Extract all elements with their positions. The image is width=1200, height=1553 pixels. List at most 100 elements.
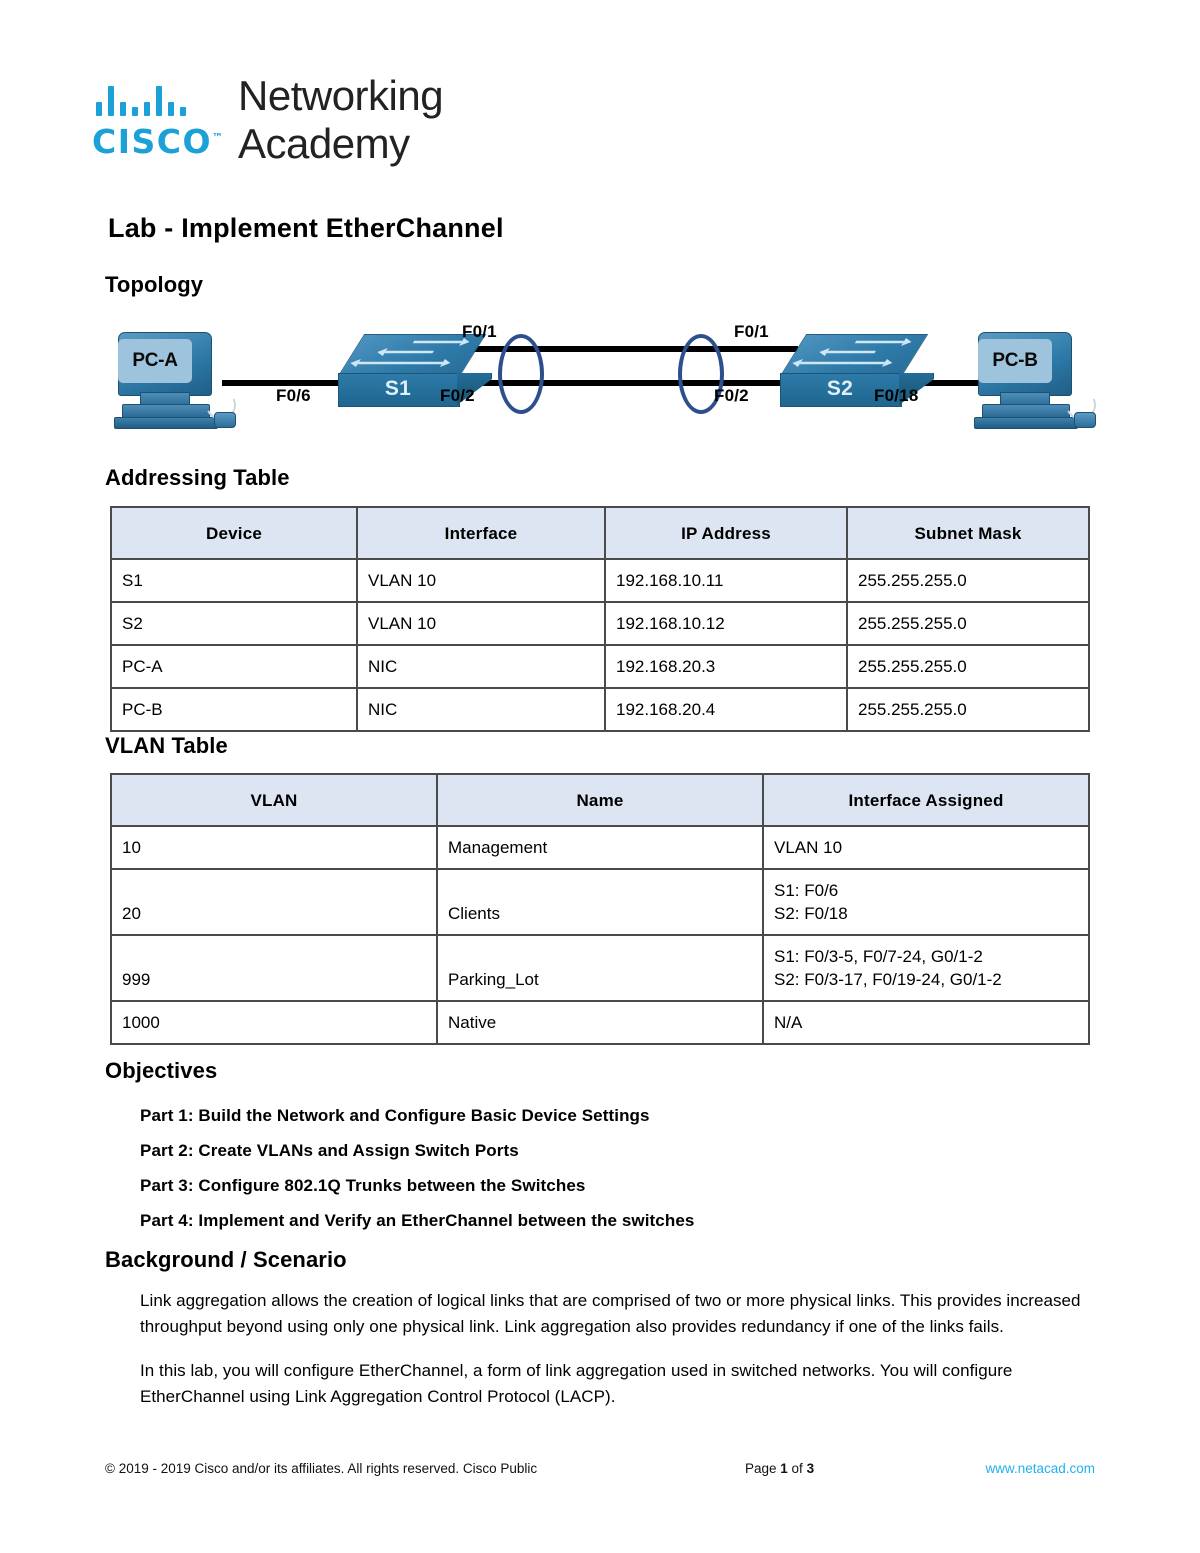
addr-cell-interface: NIC [356, 644, 606, 689]
cable-pca-s1 [222, 380, 354, 386]
footer-website-link[interactable]: www.netacad.com [985, 1461, 1095, 1476]
vlan-interface-line: N/A [774, 1013, 803, 1032]
addr-cell-device: S2 [110, 601, 358, 646]
cisco-bridge-icon [96, 78, 186, 116]
cable-s1f01-s2f01 [458, 346, 798, 352]
s2-label: S2 [826, 377, 854, 400]
vlan-cell-name: Parking_Lot [436, 934, 764, 1002]
addr-header-interface: Interface [356, 506, 606, 560]
addressing-table: Device Interface IP Address Subnet Mask … [110, 506, 1090, 732]
vlan-cell-interfaces: S1: F0/3-5, F0/7-24, G0/1-2 S2: F0/3-17,… [762, 934, 1090, 1002]
pc-a-mouse [214, 412, 236, 428]
label-pca-s1-port: F0/6 [276, 386, 311, 405]
vlan-table: VLAN Name Interface Assigned 10 Manageme… [110, 773, 1090, 1045]
pc-b-label: PC-B [978, 339, 1052, 383]
section-heading-vlan-table: VLAN Table [105, 733, 228, 758]
cisco-networking-academy-logo: CISCO™ Networking Academy [92, 72, 444, 168]
label-s2-f01: F0/1 [734, 322, 769, 341]
background-paragraph-1: Link aggregation allows the creation of … [140, 1291, 1081, 1336]
section-heading-objectives: Objectives [105, 1058, 218, 1083]
device-s2: S2 [780, 334, 934, 408]
cable-s1f02-s2f02 [458, 380, 798, 386]
pc-a-foot [114, 417, 218, 429]
switch-arrows-icon [339, 336, 477, 372]
vlan-interface-line: VLAN 10 [774, 838, 843, 857]
vlan-header-interface-assigned: Interface Assigned [762, 773, 1090, 827]
addr-cell-ip: 192.168.10.12 [604, 601, 848, 646]
addr-cell-mask: 255.255.255.0 [846, 644, 1090, 689]
topology-diagram: PC-A [110, 318, 1101, 453]
table-row: 999 Parking_Lot S1: F0/3-5, F0/7-24, G0/… [110, 934, 1090, 1002]
footer-page-number: Page 1 of 3 [745, 1461, 814, 1476]
addr-cell-ip: 192.168.20.3 [604, 644, 848, 689]
addr-cell-mask: 255.255.255.0 [846, 558, 1090, 603]
objectives-list: Part 1: Build the Network and Configure … [140, 1098, 1040, 1238]
cisco-logo-mark: CISCO™ [92, 78, 224, 162]
networking-academy-wordmark: Networking Academy [238, 72, 444, 168]
table-row: S2 VLAN 10 192.168.10.12 255.255.255.0 [110, 601, 1090, 646]
addr-header-ip-address: IP Address [604, 506, 848, 560]
switch-arrows-icon [781, 336, 919, 372]
pc-b-foot [974, 417, 1078, 429]
device-s1: S1 [338, 334, 492, 408]
addr-cell-device: PC-A [110, 644, 358, 689]
page-footer: © 2019 - 2019 Cisco and/or its affiliate… [105, 1461, 1095, 1485]
table-header-row: Device Interface IP Address Subnet Mask [110, 506, 1090, 560]
footer-page-current: 1 [780, 1461, 788, 1476]
table-row: PC-B NIC 192.168.20.4 255.255.255.0 [110, 687, 1090, 732]
footer-page-prefix: Page [745, 1461, 781, 1476]
section-heading-background-scenario: Background / Scenario [105, 1247, 347, 1272]
vlan-cell-id: 1000 [110, 1000, 438, 1045]
addr-cell-ip: 192.168.10.11 [604, 558, 848, 603]
vlan-interface-line: S2: F0/18 [774, 904, 848, 923]
label-s1-f01: F0/1 [462, 322, 497, 341]
objective-part-4: Part 4: Implement and Verify an EtherCha… [140, 1211, 695, 1230]
label-s2-f02: F0/2 [714, 386, 749, 405]
vlan-cell-id: 999 [110, 934, 438, 1002]
page-title: Lab - Implement EtherChannel [108, 213, 504, 243]
vlan-cell-name: Management [436, 825, 764, 870]
device-pc-a: PC-A [110, 332, 241, 432]
vlan-cell-name: Native [436, 1000, 764, 1045]
vlan-interface-line: S1: F0/6 [774, 881, 839, 900]
background-scenario-body: Link aggregation allows the creation of … [140, 1288, 1090, 1428]
logo-line-academy: Academy [238, 120, 410, 167]
section-heading-addressing-table: Addressing Table [105, 465, 290, 490]
addr-header-device: Device [110, 506, 358, 560]
trunk-marker-left [498, 334, 544, 414]
table-row: 1000 Native N/A [110, 1000, 1090, 1045]
table-header-row: VLAN Name Interface Assigned [110, 773, 1090, 827]
footer-page-mid: of [787, 1461, 807, 1476]
pc-a-label: PC-A [118, 339, 192, 383]
table-row: S1 VLAN 10 192.168.10.11 255.255.255.0 [110, 558, 1090, 603]
vlan-cell-interfaces: N/A [762, 1000, 1090, 1045]
label-s1-f02: F0/2 [440, 386, 475, 405]
addr-cell-device: S1 [110, 558, 358, 603]
addr-cell-interface: VLAN 10 [356, 601, 606, 646]
device-pc-b: PC-B [970, 332, 1101, 432]
vlan-interface-line: S2: F0/3-17, F0/19-24, G0/1-2 [774, 970, 1002, 989]
trunk-marker-right [678, 334, 724, 414]
vlan-cell-interfaces: S1: F0/6 S2: F0/18 [762, 868, 1090, 936]
objective-part-2: Part 2: Create VLANs and Assign Switch P… [140, 1141, 519, 1160]
vlan-header-vlan: VLAN [110, 773, 438, 827]
addr-cell-interface: VLAN 10 [356, 558, 606, 603]
addr-cell-mask: 255.255.255.0 [846, 601, 1090, 646]
trademark-symbol: ™ [212, 131, 224, 144]
addr-cell-interface: NIC [356, 687, 606, 732]
footer-copyright: © 2019 - 2019 Cisco and/or its affiliate… [105, 1461, 538, 1476]
vlan-interface-line: S1: F0/3-5, F0/7-24, G0/1-2 [774, 947, 983, 966]
vlan-header-name: Name [436, 773, 764, 827]
objective-part-1: Part 1: Build the Network and Configure … [140, 1106, 650, 1125]
background-paragraph-2: In this lab, you will configure EtherCha… [140, 1361, 1013, 1406]
section-heading-topology: Topology [105, 272, 204, 297]
label-s2-pcb-port: F0/18 [874, 386, 919, 405]
table-row: 10 Management VLAN 10 [110, 825, 1090, 870]
vlan-cell-id: 10 [110, 825, 438, 870]
table-row: PC-A NIC 192.168.20.3 255.255.255.0 [110, 644, 1090, 689]
vlan-cell-name: Clients [436, 868, 764, 936]
logo-line-networking: Networking [238, 72, 444, 119]
pc-b-mouse [1074, 412, 1096, 428]
vlan-cell-id: 20 [110, 868, 438, 936]
